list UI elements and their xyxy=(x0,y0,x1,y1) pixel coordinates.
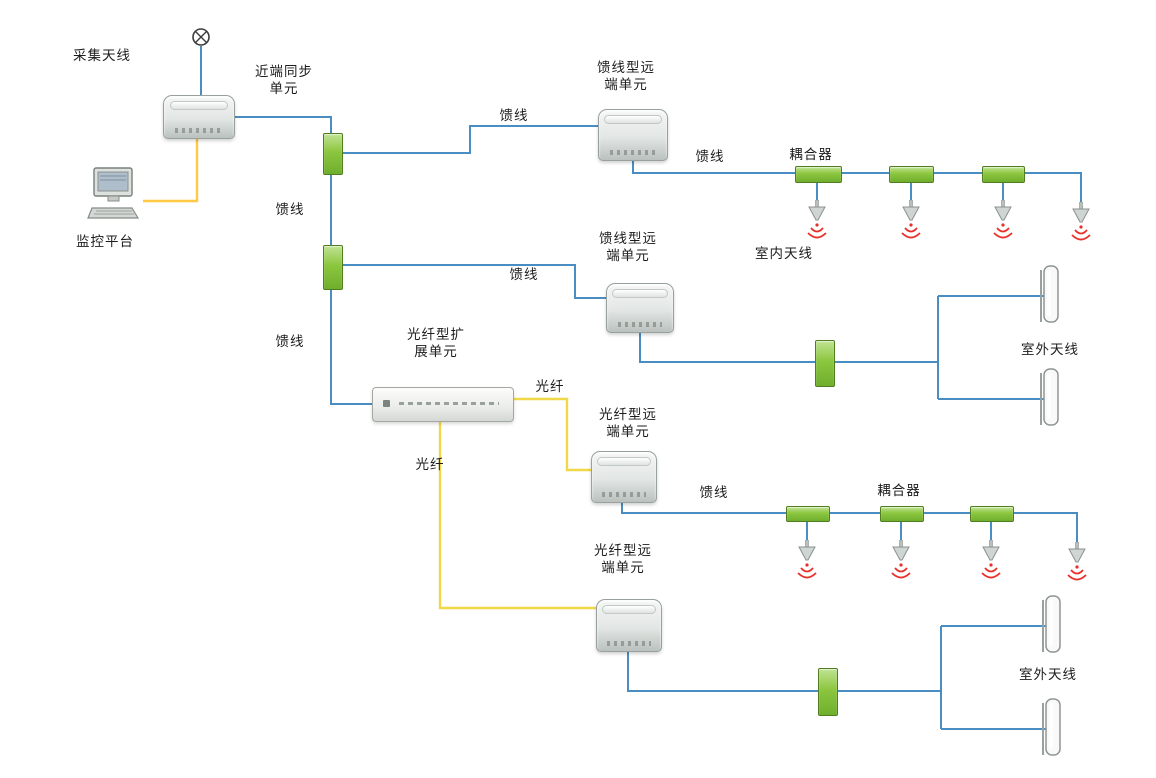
indoor-antenna-icon xyxy=(891,540,911,579)
collect-antenna-label: 采集天线 xyxy=(73,48,131,64)
indoor-antenna-icon xyxy=(807,200,827,239)
feeder-distribution-1-wire xyxy=(632,159,1082,206)
indoor-antenna-icon xyxy=(901,200,921,239)
splitter-4-outdoor-wires xyxy=(837,625,1046,730)
outdoor-antenna-label-upper: 室外天线 xyxy=(1021,342,1079,358)
indoor-antenna-label: 室内天线 xyxy=(755,246,813,262)
fiber-wire-down xyxy=(438,421,596,610)
coupler-6 xyxy=(970,506,1014,522)
coupler-1 xyxy=(795,166,842,183)
coupler-4 xyxy=(786,506,830,522)
feeder-remote-unit-2-device xyxy=(606,283,674,333)
outdoor-antenna-icon xyxy=(1040,265,1059,323)
coupler-5 xyxy=(880,506,924,522)
monitoring-platform-computer-icon xyxy=(87,167,140,219)
splitter-3-outdoor-wires xyxy=(834,295,1045,400)
outdoor-antenna-label-lower: 室外天线 xyxy=(1019,667,1077,683)
coupler-label-row-1: 耦合器 xyxy=(789,147,833,163)
near-end-sync-unit-label: 近端同步 单元 xyxy=(255,64,313,97)
indoor-antenna-icon xyxy=(993,200,1013,239)
monitor-cable-wire xyxy=(143,139,199,203)
feeder-label-trunk-1: 馈线 xyxy=(275,202,305,218)
fiber-expansion-unit-device xyxy=(372,387,514,422)
monitoring-platform-label: 监控平台 xyxy=(76,234,134,250)
fiber-wire-right xyxy=(512,397,593,472)
coupler-label-row-2: 耦合器 xyxy=(877,483,921,499)
feeder-remote-2-to-splitter-wire xyxy=(639,331,816,363)
fiber-remote-unit-2-label: 光纤型远 端单元 xyxy=(594,543,652,576)
feeder-remote-unit-2-label: 馈线型远 端单元 xyxy=(599,231,657,264)
fiber-label-right: 光纤 xyxy=(535,379,565,395)
fiber-remote-unit-2-device xyxy=(596,599,662,652)
feeder-remote-unit-1-device xyxy=(598,109,668,161)
indoor-antenna-icon xyxy=(1067,542,1087,581)
feeder-distribution-2-wire xyxy=(621,501,1078,546)
splitter-1 xyxy=(323,133,343,175)
splitter-3 xyxy=(815,340,835,387)
outdoor-antenna-icon xyxy=(1042,698,1061,756)
fiber-expansion-unit-label: 光纤型扩 展单元 xyxy=(407,327,465,360)
feeder-branch-mid-wire xyxy=(341,264,608,299)
near-end-sync-unit-device xyxy=(163,95,235,139)
feeder-remote-unit-1-label: 馈线型远 端单元 xyxy=(597,60,655,93)
feeder-label-row-2: 馈线 xyxy=(699,485,729,501)
fiber-label-down: 光纤 xyxy=(415,457,445,473)
feeder-branch-top-wire xyxy=(341,125,598,154)
fiber-remote-unit-1-label: 光纤型远 端单元 xyxy=(599,407,657,440)
feeder-label-trunk-2: 馈线 xyxy=(275,334,305,350)
feeder-trunk-wire xyxy=(233,116,373,405)
feeder-label-branch-mid: 馈线 xyxy=(509,267,539,283)
fiber-remote-unit-1-device xyxy=(591,451,657,503)
splitter-2 xyxy=(323,245,343,290)
fiber-remote-2-to-splitter-wire xyxy=(627,649,819,692)
collect-antenna-icon xyxy=(192,28,210,46)
outdoor-antenna-icon xyxy=(1040,368,1059,426)
indoor-antenna-icon xyxy=(797,540,817,579)
splitter-4 xyxy=(818,668,838,716)
indoor-antenna-icon xyxy=(1071,202,1091,241)
coupler-3 xyxy=(982,166,1025,183)
feeder-label-row-1: 馈线 xyxy=(695,149,725,165)
feeder-label-branch-top: 馈线 xyxy=(499,108,529,124)
coupler-2 xyxy=(889,166,934,183)
outdoor-antenna-icon xyxy=(1042,595,1061,653)
indoor-antenna-icon xyxy=(981,540,1001,579)
